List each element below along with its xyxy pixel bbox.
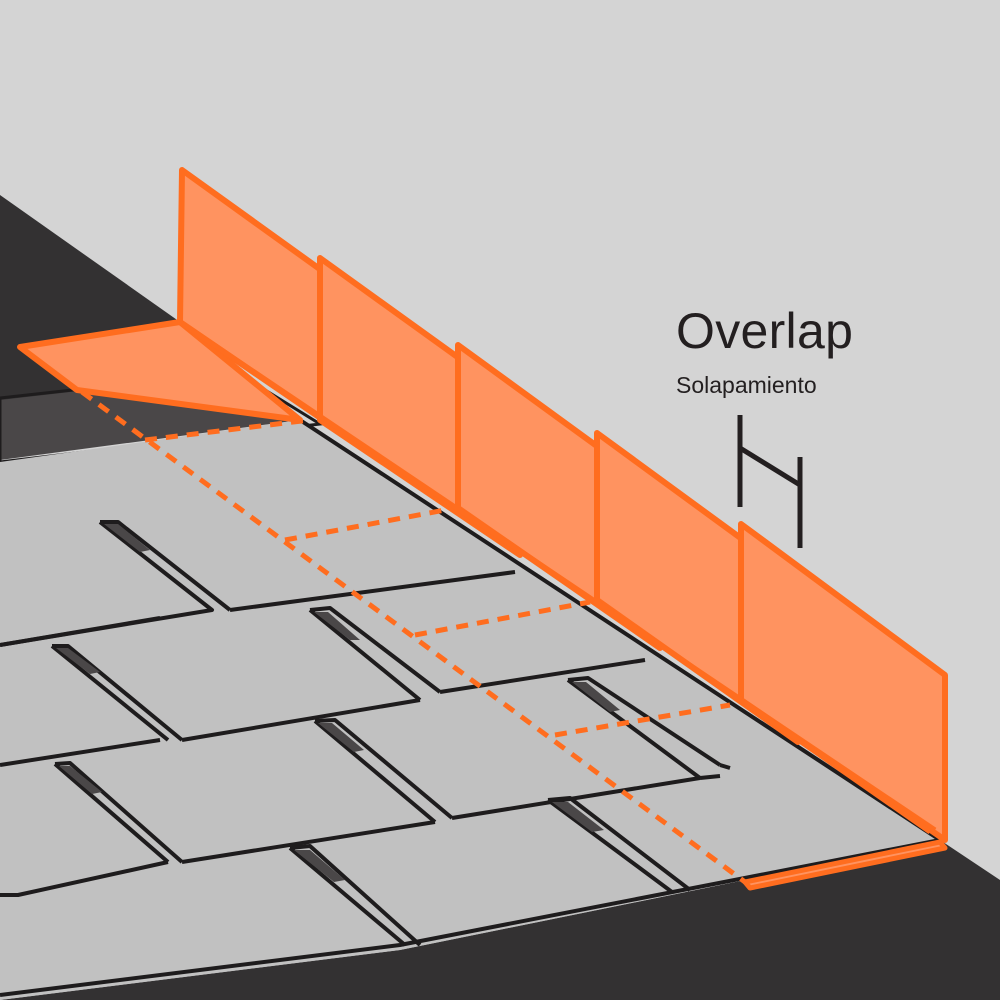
overlap-subtitle: Solapamiento [676, 372, 817, 398]
flashing-crease-lines [178, 319, 937, 835]
overlap-dimension-marker [737, 415, 803, 548]
flashing-flange-right [742, 839, 948, 891]
overlap-title: Overlap [676, 303, 854, 359]
flashing-piece-5 [738, 521, 948, 843]
hidden-edge-lines [80, 270, 747, 885]
flashing-pieces [177, 167, 948, 843]
